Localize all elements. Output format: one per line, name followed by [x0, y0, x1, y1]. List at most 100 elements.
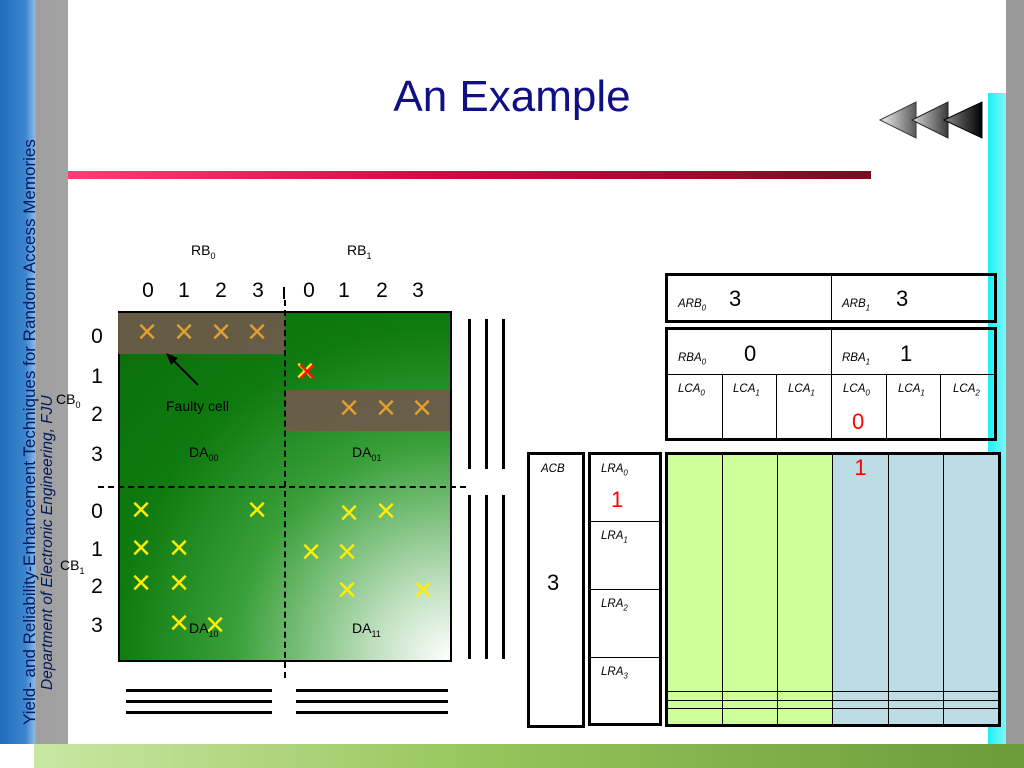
rba0-value: 0 [744, 341, 757, 366]
col-index: 2 [215, 279, 227, 302]
col-index: 0 [142, 279, 154, 302]
row-index: 0 [91, 500, 103, 523]
spare-row-line [296, 689, 448, 692]
rb0-label: RB0 [191, 242, 216, 261]
arb1-value: 3 [896, 286, 909, 311]
spare-column-line [502, 495, 505, 659]
spare-column-line [468, 495, 471, 659]
lra-value: 1 [611, 487, 624, 512]
fault-mark-icon: × [413, 571, 433, 609]
faulty-row-highlight [118, 313, 285, 354]
lca-label: LCA2 [953, 383, 980, 398]
fault-mark-icon: × [412, 389, 432, 427]
lca-label: LCA1 [733, 383, 760, 398]
block-label-da00: DA00 [189, 444, 219, 463]
rba1-value: 1 [900, 341, 913, 366]
fault-mark-icon: × [131, 564, 151, 602]
grid-cell [665, 699, 724, 709]
previous-slide-arrows-icon[interactable] [878, 100, 984, 140]
cb1-label: CB1 [60, 557, 85, 576]
title-rule [68, 171, 871, 179]
grid-cell [722, 708, 779, 726]
spare-column-line [502, 319, 505, 469]
arb0-label: ARB0 [678, 298, 707, 313]
grid-cell [942, 453, 1001, 692]
rba1-label: RBA1 [842, 352, 871, 367]
fault-mark-icon: × [339, 494, 359, 532]
faulty-cell-label: Faulty cell [166, 398, 230, 414]
lra-label: LRA1 [601, 530, 628, 545]
grid-cell [722, 453, 779, 692]
fault-mark-icon: × [376, 492, 396, 530]
grid-cell [722, 699, 779, 709]
grid-cell [777, 708, 834, 726]
grid-cell [665, 708, 724, 726]
col-index: 1 [178, 279, 190, 302]
lra-label: LRA3 [601, 666, 628, 681]
grid-cell [777, 699, 834, 709]
row-index: 3 [91, 443, 103, 466]
row-index: 2 [91, 403, 103, 426]
acb-table: ACB 3 [527, 452, 585, 728]
block-label-da10: DA10 [189, 620, 219, 639]
spare-column-line [485, 495, 488, 659]
lca-label: LCA0 [843, 383, 870, 398]
arrow-left-icon [910, 101, 949, 139]
fault-mark-icon: × [295, 352, 315, 390]
fault-mark-icon: × [131, 529, 151, 567]
grid-cell [832, 699, 889, 709]
arrow-left-icon [878, 101, 917, 139]
fault-mark-icon: × [339, 389, 359, 427]
fault-mark-icon: × [174, 313, 194, 351]
fault-mark-icon: × [376, 389, 396, 427]
fault-mark-icon: × [131, 491, 151, 529]
grid-cell [942, 691, 1001, 701]
grid-cell [665, 453, 724, 692]
grid-cell [887, 453, 944, 692]
column-divider-tick [283, 287, 285, 299]
fault-mark-icon: × [337, 571, 357, 609]
lra-label: LRA0 [601, 463, 628, 478]
lca-label: LCA1 [788, 383, 815, 398]
sidebar-band [0, 0, 68, 744]
lra-label: LRA2 [601, 598, 628, 613]
block-label-da01: DA01 [352, 444, 382, 463]
spare-row-line [126, 700, 272, 703]
table-divider [591, 657, 659, 658]
fault-mark-icon: × [297, 353, 317, 391]
arb0-value: 3 [729, 286, 742, 311]
sidebar-title: Yield- and Reliability-Enhancement Techn… [20, 139, 39, 725]
grid-cell [777, 453, 834, 692]
array-divider-horizontal [98, 486, 466, 488]
grid-cell [887, 708, 944, 726]
slide-title: An Example [393, 72, 631, 121]
lra-table: LRA0 1 LRA1 LRA2 LRA3 [588, 452, 662, 726]
col-index: 1 [338, 279, 350, 302]
spare-row-line [126, 689, 272, 692]
table-divider [940, 374, 941, 438]
grid-marked-value: 1 [854, 455, 867, 480]
grid-cell [887, 699, 944, 709]
spare-column-line [468, 319, 471, 469]
cb0-label: CB0 [56, 391, 81, 410]
lca-label: LCA0 [678, 383, 705, 398]
grid-cell [832, 691, 889, 701]
fault-mark-icon: × [337, 533, 357, 571]
fault-mark-icon: × [169, 529, 189, 567]
fault-mark-icon: × [205, 606, 225, 644]
grid-cell [887, 691, 944, 701]
lca-label: LCA1 [898, 383, 925, 398]
row-index: 1 [91, 538, 103, 561]
rba-lca-table: RBA0 0 RBA1 1 LCA0 LCA1 LCA1 LCA0 LCA1 L… [665, 327, 997, 441]
table-divider [591, 589, 659, 590]
fault-mark-icon: × [169, 604, 189, 642]
faulty-cell-pointer-arrow-icon [166, 353, 199, 386]
col-index: 2 [376, 279, 388, 302]
row-index: 1 [91, 365, 103, 388]
arrow-left-icon [942, 101, 983, 139]
table-divider [776, 374, 777, 438]
fault-mark-icon: × [301, 533, 321, 571]
col-index: 3 [412, 279, 424, 302]
lca-value: 0 [852, 409, 865, 434]
table-divider [831, 330, 832, 438]
